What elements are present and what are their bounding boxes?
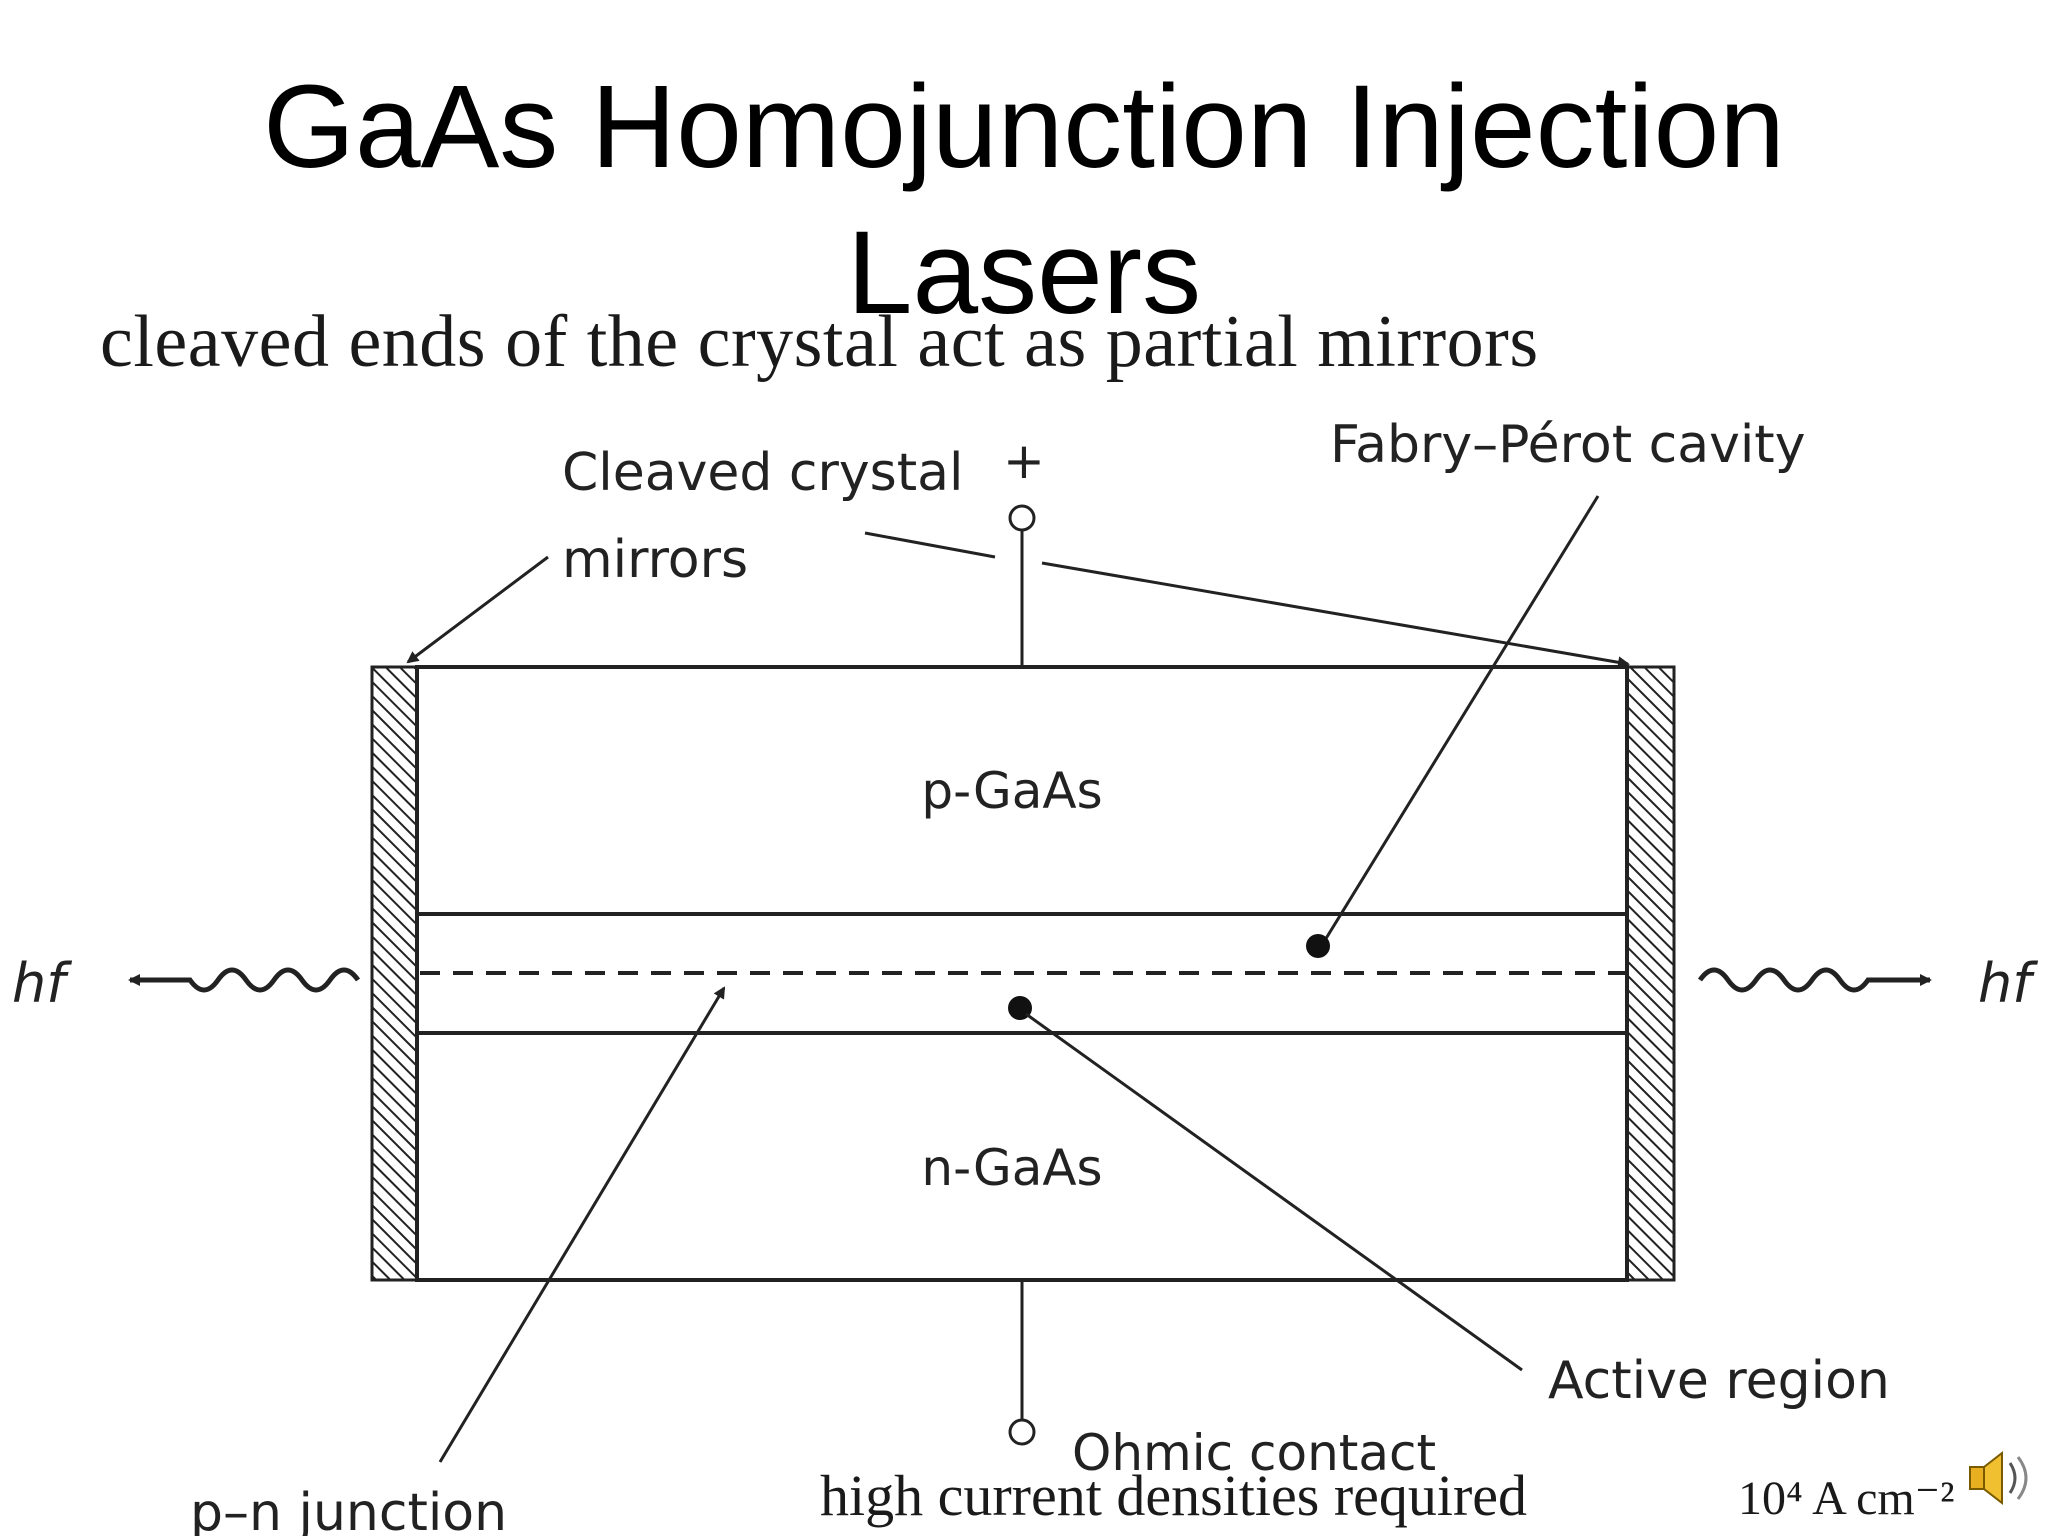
fabry-perot-label: Fabry–Pérot cavity — [1330, 415, 1805, 475]
hf-right-label: hf — [1978, 952, 2038, 1015]
hf-left-label: hf — [12, 952, 72, 1015]
right-mirror — [1625, 665, 1676, 1282]
fabry-perot-dot — [1306, 934, 1330, 958]
active-region-label: Active region — [1548, 1351, 1890, 1411]
fabry-perot-pointer — [1320, 495, 1600, 946]
current-density-note: high current densities required — [820, 1463, 1528, 1528]
top-contact-terminal — [1008, 504, 1036, 532]
cleaved-mirror-left-pointer — [406, 555, 549, 664]
n-gaas-label: n-GaAs — [921, 1139, 1102, 1197]
page-title-line-2: Lasers — [846, 207, 1202, 339]
cleaved-mirror-right-pointer-b — [1041, 561, 1630, 669]
right-photon-wave — [1697, 967, 1932, 993]
current-density-value: 10⁴ A cm⁻² — [1738, 1472, 1955, 1525]
pn-junction-label: p–n junction — [190, 1483, 507, 1536]
cleaved-mirrors-label-line-1: Cleaved crystal — [562, 443, 963, 503]
p-gaas-label: p-GaAs — [921, 762, 1102, 820]
ohmic-contact-label: Ohmic contact — [1072, 1424, 1436, 1482]
pn-junction-pointer — [438, 986, 726, 1463]
left-photon-wave — [128, 967, 361, 993]
plus-sign: + — [1003, 432, 1045, 490]
speaker-icon[interactable] — [1969, 1450, 2028, 1506]
bottom-contact-terminal — [1008, 1418, 1036, 1446]
cleaved-mirror-right-pointer-a — [864, 531, 996, 559]
left-mirror — [370, 665, 419, 1282]
subtitle-text: cleaved ends of the crystal act as parti… — [100, 301, 1539, 383]
active-region-pointer — [1025, 1012, 1523, 1372]
cleaved-mirrors-label-line-2: mirrors — [562, 530, 748, 590]
page-title-line-1: GaAs Homojunction Injection — [263, 61, 1785, 193]
